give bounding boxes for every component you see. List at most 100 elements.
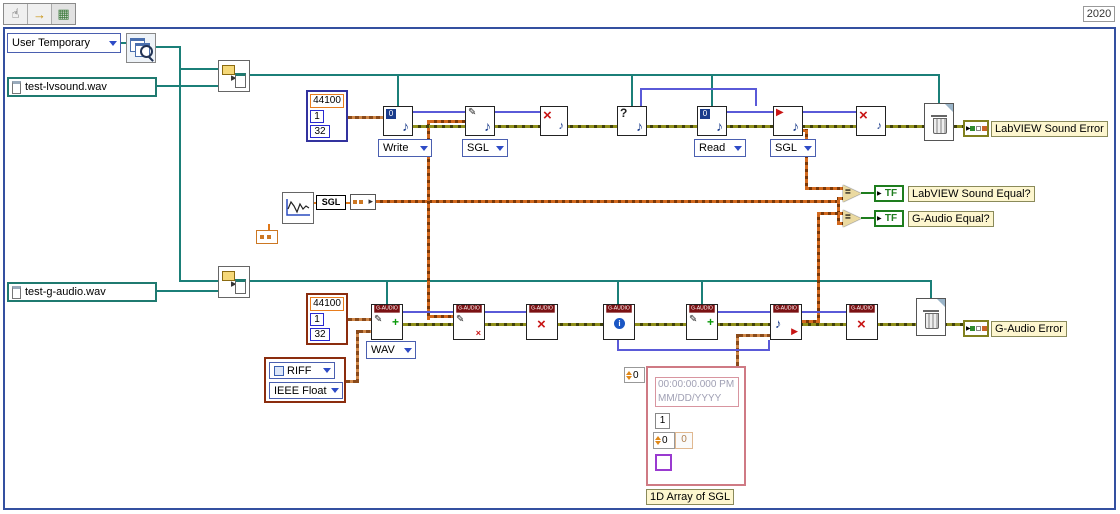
wire[interactable] <box>617 340 619 351</box>
wire[interactable] <box>397 76 399 106</box>
lv-error-terminal[interactable]: ▶ <box>963 120 989 137</box>
wire[interactable] <box>403 311 453 313</box>
write-mode-ring[interactable]: Write <box>378 139 432 157</box>
gaudio-path-constant[interactable]: test-g-audio.wav <box>7 282 157 302</box>
bits-value[interactable]: 32 <box>310 125 330 138</box>
read-mode-ring[interactable]: Read <box>694 139 746 157</box>
wire[interactable] <box>359 330 371 333</box>
wire[interactable] <box>727 111 773 113</box>
sound-close-write-node[interactable]: × ♪ <box>540 106 568 136</box>
wire[interactable] <box>427 120 430 320</box>
array-index-spinner[interactable]: 0 <box>624 367 645 383</box>
wire[interactable] <box>930 282 932 298</box>
wire[interactable] <box>711 76 713 106</box>
to-array-node[interactable]: ▸ <box>350 194 376 210</box>
equal-node-2[interactable]: = <box>843 210 861 227</box>
sound-format-cluster-top[interactable]: 44100 1 32 <box>306 90 348 142</box>
sound-write-node[interactable]: ✎ ♪ <box>465 106 495 136</box>
gaudio-open-write-node[interactable]: G-AUDIO ✎ + <box>371 304 403 340</box>
ga-error-terminal[interactable]: ▶ <box>963 320 989 337</box>
sound-info-cluster[interactable]: 00:00:00.000 PM MM/DD/YYYY 1 0 0 <box>646 366 746 486</box>
wire[interactable] <box>181 280 218 282</box>
wire[interactable] <box>356 330 359 383</box>
browse-files-icon[interactable] <box>126 33 156 63</box>
channels-value[interactable]: 1 <box>310 313 324 326</box>
ieee-float-ring[interactable]: IEEE Float <box>269 382 343 399</box>
gaudio-read-node[interactable]: G-AUDIO ♪ ▶ <box>770 304 802 340</box>
timestamp-control[interactable]: 00:00:00.000 PM MM/DD/YYYY <box>655 377 739 407</box>
wire[interactable] <box>755 88 757 106</box>
wire[interactable] <box>838 197 844 200</box>
operate-tool-icon[interactable]: ☝ <box>4 4 28 24</box>
wire[interactable] <box>803 111 856 113</box>
wire[interactable] <box>640 88 757 90</box>
wire[interactable] <box>157 290 218 292</box>
wire[interactable] <box>430 315 453 318</box>
sound-read-node[interactable]: ▶ ♪ <box>773 106 803 136</box>
wire[interactable] <box>631 76 633 106</box>
wire[interactable] <box>268 224 270 231</box>
waveform-generator-node[interactable] <box>282 192 314 224</box>
wire[interactable] <box>495 111 540 113</box>
wire[interactable] <box>376 200 838 203</box>
wire[interactable] <box>250 280 932 282</box>
wire[interactable] <box>861 192 874 194</box>
sample-rate-value[interactable]: 44100 <box>310 297 344 311</box>
wire[interactable] <box>802 311 846 313</box>
gaudio-write-node[interactable]: G-AUDIO ✎ × <box>453 304 485 340</box>
probe-tool-icon[interactable]: ▦ <box>52 4 75 24</box>
riff-ring[interactable]: RIFF <box>269 362 335 379</box>
sound-close-read-node[interactable]: × ♪ <box>856 106 886 136</box>
gaudio-open-read-node[interactable]: G-AUDIO ✎ + <box>686 304 718 340</box>
wire[interactable] <box>617 282 619 304</box>
count-value[interactable]: 1 <box>655 413 670 429</box>
spinner-arrows-icon[interactable] <box>654 433 662 448</box>
wire[interactable] <box>805 187 843 190</box>
sound-open-read-node[interactable]: 0 ♪ <box>697 106 727 136</box>
inner-array-index-spinner[interactable]: 0 <box>653 432 675 449</box>
wire[interactable] <box>403 323 963 326</box>
wire[interactable] <box>346 380 358 383</box>
ga-equal-indicator[interactable]: ▶ TF <box>874 210 904 227</box>
lv-equal-indicator[interactable]: ▶ TF <box>874 185 904 202</box>
delete-file-node-top[interactable] <box>924 103 954 141</box>
sample-rate-value[interactable]: 44100 <box>310 94 344 108</box>
wire[interactable] <box>181 68 218 70</box>
user-temporary-ring[interactable]: User Temporary <box>7 33 121 53</box>
samples-array-constant[interactable] <box>256 230 278 244</box>
wire[interactable] <box>768 340 770 351</box>
wire[interactable] <box>838 222 844 225</box>
sound-format-cluster-bottom[interactable]: 44100 1 32 <box>306 293 348 345</box>
wire[interactable] <box>640 88 642 106</box>
gaudio-close-write-node[interactable]: G-AUDIO × <box>526 304 558 340</box>
bits-value[interactable]: 32 <box>310 328 330 341</box>
position-tool-icon[interactable]: → <box>28 4 52 24</box>
wire[interactable] <box>348 116 383 119</box>
wire[interactable] <box>250 74 940 76</box>
read-format-ring[interactable]: SGL <box>770 139 816 157</box>
wire[interactable] <box>817 212 820 322</box>
wire[interactable] <box>701 282 703 304</box>
wire[interactable] <box>413 125 963 128</box>
riff-format-cluster[interactable]: RIFF IEEE Float <box>264 357 346 403</box>
spinner-arrows-icon[interactable] <box>625 368 633 383</box>
wire[interactable] <box>348 318 371 321</box>
file-exists-node[interactable]: ? ♪ <box>617 106 647 136</box>
wire[interactable] <box>718 311 770 313</box>
lvsound-path-constant[interactable]: test-lvsound.wav <box>7 77 157 97</box>
wire[interactable] <box>413 111 465 113</box>
build-path-node-bottom[interactable]: ▸ <box>218 266 250 298</box>
gaudio-info-node[interactable]: G-AUDIO i <box>603 304 635 340</box>
gaudio-close-read-node[interactable]: G-AUDIO × <box>846 304 878 340</box>
write-format-ring[interactable]: SGL <box>462 139 508 157</box>
wire[interactable] <box>179 46 181 282</box>
wire[interactable] <box>430 120 465 123</box>
wire[interactable] <box>837 197 840 225</box>
wire[interactable] <box>485 311 526 313</box>
wire[interactable] <box>157 85 218 87</box>
build-path-node-top[interactable]: ▸ <box>218 60 250 92</box>
wire[interactable] <box>617 349 770 351</box>
wire[interactable] <box>938 76 940 103</box>
delete-file-node-bottom[interactable] <box>916 298 946 336</box>
wire[interactable] <box>121 42 127 44</box>
